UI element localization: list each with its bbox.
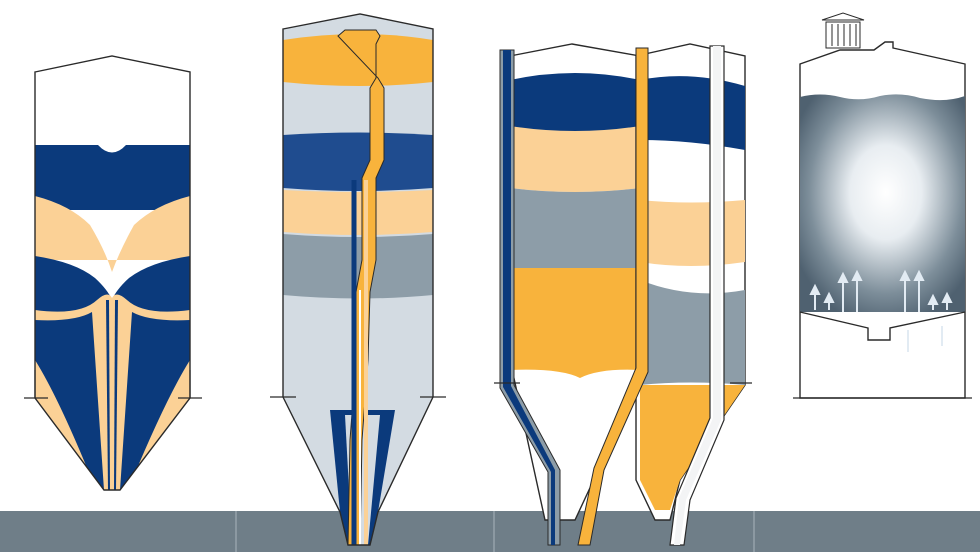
silo-center-pipe-icon (270, 13, 446, 546)
footer-bar (0, 511, 980, 552)
aerated-silo-icon (793, 12, 972, 399)
twin-silo-blending-icon (494, 43, 752, 546)
silo-core-flow-icon (24, 55, 202, 491)
